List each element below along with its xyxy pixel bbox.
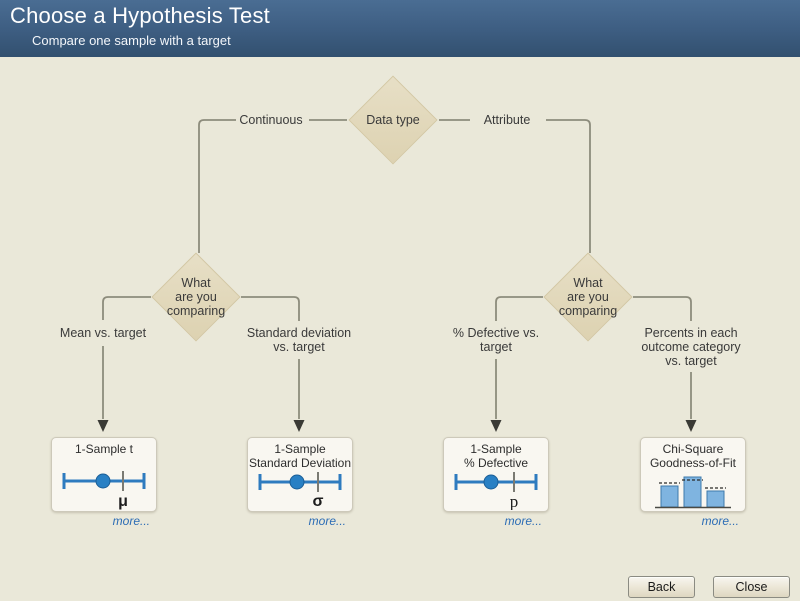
branch-label-mean-vs-target: Mean vs. target (59, 326, 147, 340)
more-link-1-sample-t[interactable]: more... (112, 514, 150, 528)
bar-chart-icon (655, 476, 731, 509)
arrowhead-stdev (293, 420, 305, 432)
more-link-chi-square-gof[interactable]: more... (701, 514, 739, 528)
card-symbol-mu: μ (118, 493, 128, 510)
arrowhead-mean (97, 420, 109, 432)
header-banner: Choose a Hypothesis Test Compare one sam… (0, 0, 800, 57)
page-title: Choose a Hypothesis Test (10, 3, 270, 28)
card-title: 1-Sample % Defective (463, 442, 529, 470)
card-title: Chi-Square Goodness-of-Fit (649, 442, 737, 470)
test-card-1-sample-t[interactable]: 1-Sample t μ (51, 437, 157, 512)
branch-label-percents-vs-target: Percents in each outcome category vs. ta… (641, 326, 741, 368)
decision-diamond-comparing-right: What are you comparing (543, 252, 633, 342)
back-button[interactable]: Back (628, 576, 695, 598)
close-button[interactable]: Close (713, 576, 790, 598)
number-line-icon: σ (258, 472, 342, 510)
arrowhead-percents (685, 420, 697, 432)
branch-label-attribute: Attribute (483, 113, 531, 127)
number-line-icon: μ (62, 471, 146, 510)
test-card-1-sample-stdev[interactable]: 1-Sample Standard Deviation σ (247, 437, 353, 512)
branch-label-defective-vs-target: % Defective vs. target (452, 326, 540, 354)
connector-mean-top (102, 296, 151, 320)
card-title: 1-Sample t (74, 442, 134, 456)
diamond-label-data-type: Data type (366, 113, 420, 127)
connector-root-left-outer (198, 119, 236, 253)
card-title: 1-Sample Standard Deviation (248, 442, 352, 470)
test-card-chi-square-gof[interactable]: Chi-Square Goodness-of-Fit (640, 437, 746, 512)
branch-label-continuous: Continuous (239, 113, 303, 127)
card-symbol-p: p (510, 492, 519, 510)
arrowhead-defective (490, 420, 502, 432)
connector-stdev-top (241, 296, 300, 321)
more-link-1-sample-pct-defective[interactable]: more... (504, 514, 542, 528)
number-line-icon: p (454, 472, 538, 510)
diamond-label-comparing-left: What are you comparing (166, 276, 226, 318)
test-card-1-sample-pct-defective[interactable]: 1-Sample % Defective p (443, 437, 549, 512)
connector-root-right-outer (546, 119, 591, 253)
card-symbol-sigma: σ (313, 493, 324, 510)
decision-diamond-comparing-left: What are you comparing (151, 252, 241, 342)
more-link-1-sample-stdev[interactable]: more... (308, 514, 346, 528)
diamond-label-comparing-right: What are you comparing (558, 276, 618, 318)
connector-percents-top (633, 296, 692, 321)
connector-defective-top (495, 296, 543, 321)
branch-label-stdev-vs-target: Standard deviation vs. target (246, 326, 352, 354)
page-subtitle: Compare one sample with a target (32, 33, 231, 48)
decision-diamond-data-type: Data type (348, 75, 438, 165)
